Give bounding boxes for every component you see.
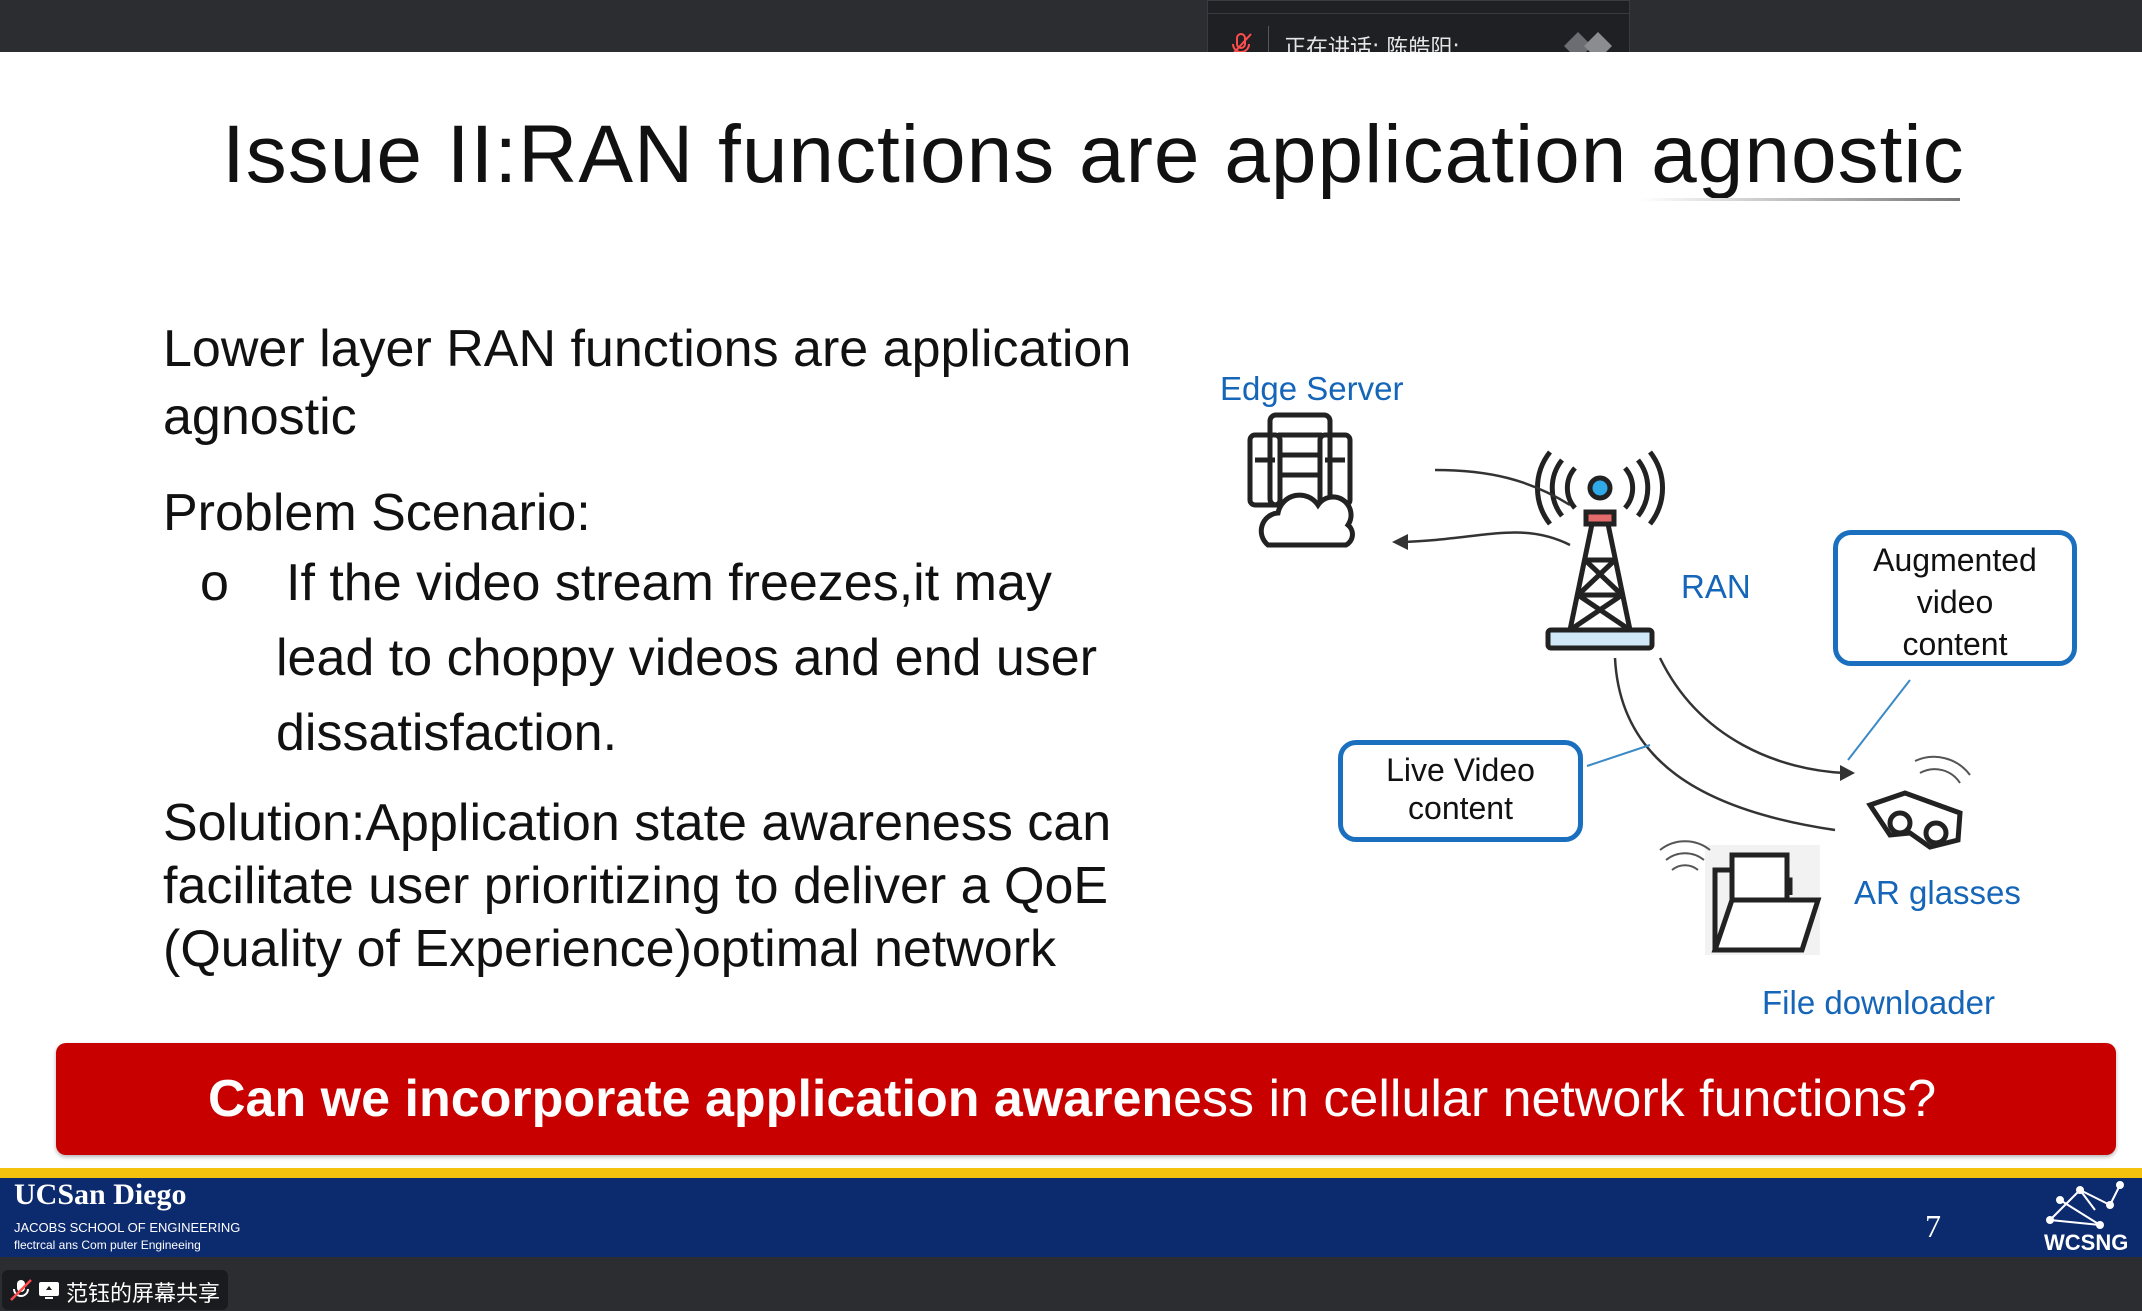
- banner-text: Can we incorporate application awareness…: [208, 1069, 1936, 1129]
- ucsd-logo: UCSan Diego: [14, 1178, 187, 1211]
- point3-line3: (Quality of Experience)optimal network: [163, 920, 1057, 978]
- school-name: JACOBS SCHOOL OF ENGINEERING: [14, 1220, 241, 1235]
- network-diagram: [1247, 412, 1971, 955]
- point2: Problem Scenario:: [163, 484, 591, 542]
- ar-glasses-icon: [1866, 755, 1971, 850]
- wcsng-logo-icon: [2046, 1181, 2124, 1229]
- augmented-video-box: Augmented video content: [1833, 530, 2077, 666]
- file-downloader-label: File downloader: [1762, 984, 1995, 1021]
- ran-label: RAN: [1681, 568, 1751, 605]
- folder-icon: [1705, 845, 1822, 955]
- ar-glasses-label: AR glasses: [1854, 874, 2021, 911]
- screen-share-icon: [39, 1282, 59, 1299]
- bullet-line2: lead to choppy videos and end user: [276, 629, 1098, 687]
- page-number: 7: [1925, 1208, 1941, 1244]
- wifi-icon: [1659, 840, 1711, 871]
- point3-line1: Solution:Application state awareness can: [163, 794, 1112, 852]
- muted-mic-icon: [10, 1279, 32, 1301]
- slide-title: Issue II:RAN functions are application a…: [222, 109, 1965, 200]
- point3-line2: facilitate user prioritizing to deliver …: [163, 857, 1109, 915]
- edge-server-label: Edge Server: [1220, 370, 1404, 407]
- augmented-line1: Augmented: [1873, 542, 2037, 578]
- meeting-top-bar: [0, 0, 2142, 52]
- footer-stripe: [0, 1168, 2142, 1178]
- banner-rest: ess in cellular network functions?: [1173, 1070, 1937, 1128]
- server-cloud-icon: [1247, 412, 1355, 548]
- screen-share-tag[interactable]: 范钰的屏幕共享: [2, 1270, 228, 1310]
- live-line2: content: [1408, 790, 1513, 826]
- bullet-line3: dissatisfaction.: [276, 704, 618, 762]
- point1-line1: Lower layer RAN functions are applicatio…: [163, 320, 1132, 378]
- augmented-line3: content: [1902, 626, 2008, 662]
- banner-strong: Can we incorporate application awaren: [208, 1070, 1174, 1128]
- meeting-bottom-bar: [0, 1257, 2142, 1311]
- divider: [1268, 26, 1269, 62]
- screen-share-label: 范钰的屏幕共享: [66, 1282, 221, 1307]
- title-underline: [1640, 198, 1960, 201]
- question-banner: Can we incorporate application awareness…: [56, 1043, 2116, 1155]
- bullet-marker: o: [200, 554, 229, 612]
- wcsng-label: WCSNG: [2044, 1230, 2129, 1255]
- slide-footer: [0, 1178, 2142, 1257]
- augmented-line2: video: [1916, 584, 1994, 620]
- live-video-box: Live Video content: [1338, 740, 1583, 842]
- live-line1: Live Video: [1386, 752, 1535, 788]
- point1-line2: agnostic: [163, 388, 357, 446]
- tower-icon: [1535, 450, 1665, 651]
- department-name: flectrcal ans Com puter Engineeing: [14, 1238, 201, 1252]
- bullet-line1: If the video stream freezes,it may: [286, 554, 1052, 612]
